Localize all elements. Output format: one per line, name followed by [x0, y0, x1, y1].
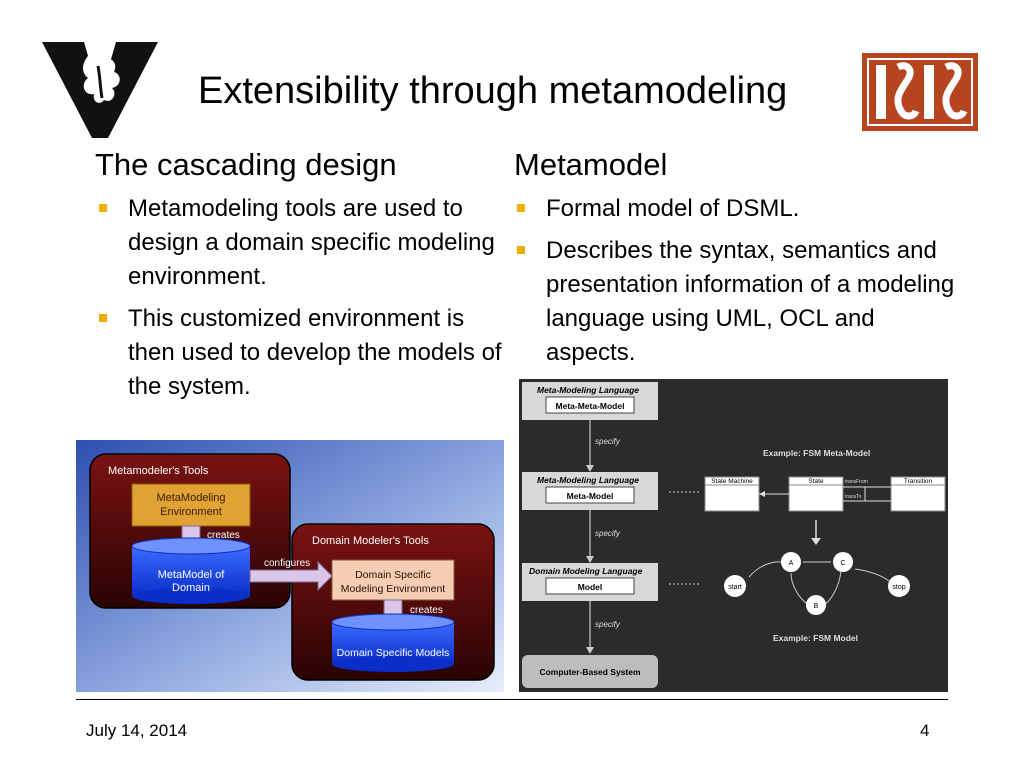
trans-from-label: transFrom [845, 479, 868, 485]
start-node: start [728, 584, 742, 591]
creates-label: creates [207, 530, 240, 541]
right-bullet-list: Formal model of DSML. Describes the synt… [515, 192, 960, 378]
page-number: 4 [920, 721, 930, 740]
list-item: Describes the syntax, semantics and pres… [515, 234, 960, 370]
metamodel-label: MetaModel of [158, 569, 226, 581]
isis-logo [862, 53, 978, 131]
node-b: B [814, 603, 819, 610]
fsm-model-title: Example: FSM Model [773, 633, 858, 643]
list-item: This customized environment is then used… [97, 302, 502, 404]
cascading-design-diagram: Metamodeler's Tools MetaModeling Environ… [76, 440, 504, 692]
list-item: Formal model of DSML. [515, 192, 960, 226]
domain-tools-label: Domain Modeler's Tools [312, 535, 429, 547]
metamodeling-env-label: MetaModeling [156, 492, 225, 504]
meta-meta-model-box: Meta-Meta-Model [556, 401, 625, 411]
creates-label-2: creates [410, 605, 443, 616]
meta-model-box: Meta-Model [567, 491, 614, 501]
slide-title: Extensibility through metamodeling [198, 70, 788, 112]
node-a: A [789, 560, 794, 567]
left-bullet-list: Metamodeling tools are used to design a … [97, 192, 502, 412]
right-column-heading: Metamodel [514, 147, 668, 182]
metamodeler-tools-label: Metamodeler's Tools [108, 465, 209, 477]
mml-label: Meta-Modeling Language [537, 385, 639, 395]
state-machine-box: State Machine [711, 478, 753, 485]
footer-date: July 14, 2014 [86, 721, 188, 740]
metamodel-layers-diagram: Meta-Modeling Language Meta-Meta-Model s… [519, 379, 948, 692]
dsme-label-2: Modeling Environment [341, 583, 446, 595]
stop-node: stop [892, 584, 905, 591]
dsm-label: Domain Specific Models [337, 647, 450, 659]
trans-to-label: transTo [845, 494, 862, 500]
configures-label: configures [264, 558, 310, 569]
dsme-label: Domain Specific [355, 569, 431, 581]
transition-box: Transition [904, 478, 933, 485]
footer-divider [76, 699, 948, 700]
dml-label: Domain Modeling Language [529, 566, 643, 576]
left-column-heading: The cascading design [95, 147, 397, 182]
fsm-meta-title: Example: FSM Meta-Model [763, 448, 870, 458]
computer-system-box: Computer-Based System [539, 667, 641, 677]
list-item: Metamodeling tools are used to design a … [97, 192, 502, 294]
model-box: Model [578, 582, 603, 592]
metamodel-label-2: Domain [172, 582, 210, 594]
mml-label-2: Meta-Modeling Language [537, 475, 639, 485]
node-c: C [840, 560, 845, 567]
metamodeling-env-label-2: Environment [160, 506, 222, 518]
state-box: State [808, 478, 824, 485]
specify-label-2: specify [595, 529, 621, 538]
specify-label-3: specify [595, 620, 621, 629]
vanderbilt-logo [42, 42, 158, 138]
specify-label: specify [595, 437, 621, 446]
